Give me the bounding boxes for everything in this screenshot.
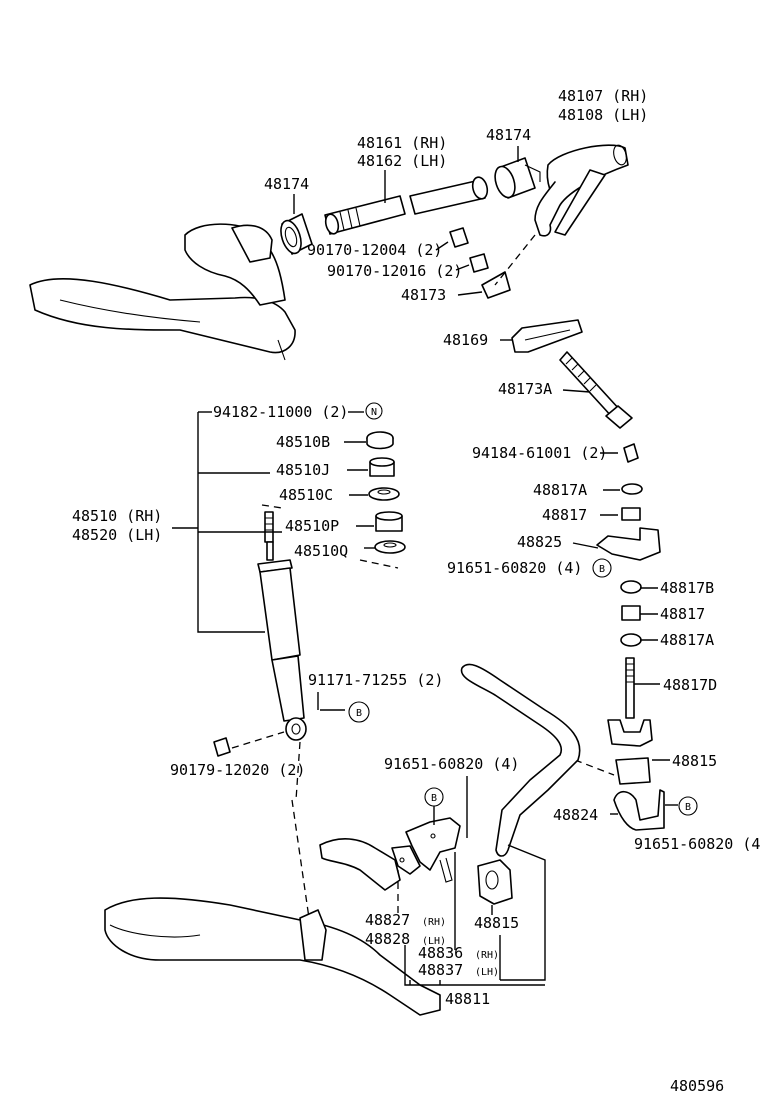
diagram-id: 480596 — [670, 1077, 724, 1095]
washer-48510C — [368, 487, 400, 501]
stabilizer-link-parts — [596, 443, 665, 831]
label-91651-bracket: 91651-60820 (4) — [634, 835, 760, 853]
label-48173: 48173 — [401, 286, 446, 304]
bushing-48510J — [369, 457, 395, 477]
label-48817A-lower: 48817A — [660, 631, 714, 649]
label-94184: 94184-61001 (2) — [472, 444, 607, 462]
label-91651-link: 91651-60820 (4) — [447, 559, 582, 577]
label-48510Q: 48510Q — [294, 542, 348, 560]
label-48173A: 48173A — [498, 380, 552, 398]
label-48811: 48811 — [445, 990, 490, 1008]
label-48817A-upper: 48817A — [533, 481, 587, 499]
label-48824: 48824 — [553, 806, 598, 824]
bushing-48174-left — [280, 213, 313, 255]
plate-48169 — [511, 319, 583, 353]
bushing-48174-right — [494, 157, 541, 199]
dashed-guide — [494, 234, 536, 286]
label-48837: 48837 — [418, 961, 463, 979]
label-48836: 48836 — [418, 944, 463, 962]
nut-90170-12016 — [469, 253, 489, 273]
lower-arm-drawing — [104, 838, 441, 1016]
shaft-48161 — [324, 176, 489, 235]
dashed-guide-lower — [231, 731, 311, 926]
label-91651-lower: 91651-60820 (4) — [384, 755, 519, 773]
washer-48510Q — [374, 540, 406, 554]
label-94182: 94182-11000 (2) — [213, 403, 348, 421]
leader-lines-shock: B — [172, 411, 375, 723]
leader-90170-12016 — [455, 264, 470, 271]
label-48510J: 48510J — [276, 461, 330, 479]
bushing-48510P — [375, 511, 403, 532]
shock-absorber-drawing — [257, 511, 307, 741]
bushing-48510B — [366, 431, 394, 450]
label-48817B: 48817B — [660, 579, 714, 597]
label-48815-lower: 48815 — [474, 914, 519, 932]
label-48837-lh: (LH) — [475, 967, 499, 978]
svg-text:N: N — [371, 407, 377, 418]
label-48174-left: 48174 — [264, 175, 309, 193]
label-48836-rh: (RH) — [475, 950, 499, 961]
label-48161: 48161 (RH) — [357, 134, 447, 152]
label-48510B: 48510B — [276, 433, 330, 451]
arm-48107 — [534, 144, 629, 237]
label-48174-right: 48174 — [486, 126, 531, 144]
stabilizer-bar — [460, 663, 581, 857]
nut-90179 — [213, 737, 231, 757]
label-48817-upper: 48817 — [542, 506, 587, 524]
leader-48173A — [562, 389, 591, 393]
n-callout: N — [365, 402, 383, 420]
label-48825: 48825 — [517, 533, 562, 551]
b-callout-lower: B — [431, 793, 437, 804]
label-48827-rh: (RH) — [422, 917, 446, 928]
label-48520-lh: 48520 (LH) — [72, 526, 162, 544]
upper-arm-drawing — [29, 223, 296, 361]
dashed-guide-shock — [261, 504, 399, 569]
label-48828-lh: (LH) — [422, 936, 446, 947]
bushing-48815-lower — [477, 859, 513, 905]
label-48510P: 48510P — [285, 517, 339, 535]
label-90179: 90179-12020 (2) — [170, 761, 305, 779]
label-48828: 48828 — [365, 930, 410, 948]
label-48108: 48108 (LH) — [558, 106, 648, 124]
label-48162: 48162 (LH) — [357, 152, 447, 170]
leader-48173 — [457, 291, 483, 296]
label-48510-rh: 48510 (RH) — [72, 507, 162, 525]
leader-lines-lower: B — [404, 776, 546, 986]
label-48107: 48107 (RH) — [558, 87, 648, 105]
b-callout-link: B — [599, 564, 605, 575]
bolt-48173A — [559, 351, 633, 429]
dashed-guide-bar — [574, 759, 615, 776]
label-48827: 48827 — [365, 911, 410, 929]
leader-90170-12004 — [435, 241, 449, 251]
label-48817-lower: 48817 — [660, 605, 705, 623]
nut-90170-12004 — [449, 227, 469, 248]
b-callout-shock: B — [356, 708, 362, 719]
leader-lines-link: B B — [572, 452, 698, 816]
label-90170-12004: 90170-12004 (2) — [307, 241, 442, 259]
label-48815-right: 48815 — [672, 752, 717, 770]
bracket-48173 — [481, 271, 511, 299]
label-91171: 91171-71255 (2) — [308, 671, 443, 689]
label-90170-12016: 90170-12016 (2) — [327, 262, 462, 280]
b-callout-bracket: B — [685, 802, 691, 813]
label-48169: 48169 — [443, 331, 488, 349]
label-48510C: 48510C — [279, 486, 333, 504]
bracket-48836 — [391, 817, 461, 883]
label-48817D: 48817D — [663, 676, 717, 694]
